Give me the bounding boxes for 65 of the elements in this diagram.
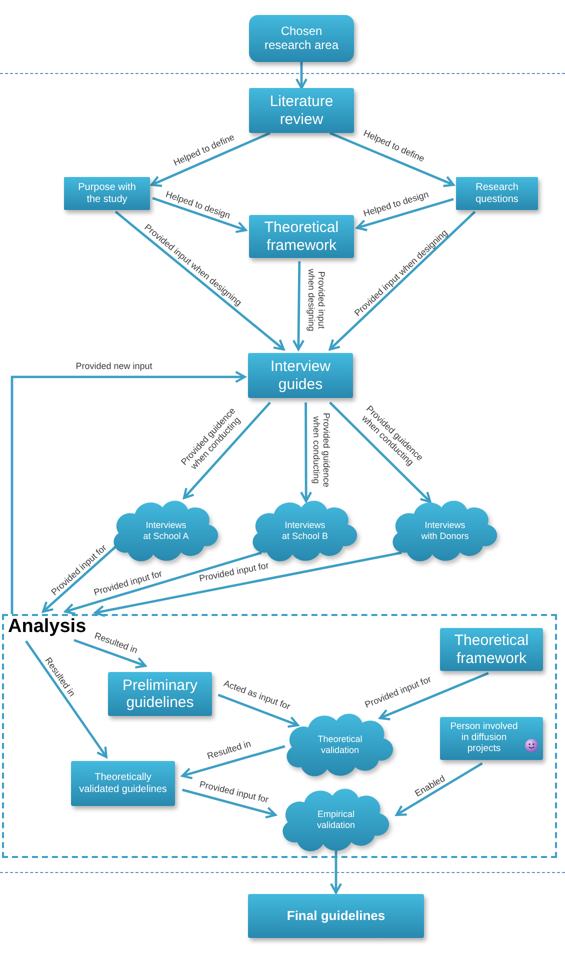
- arrow: [74, 638, 146, 669]
- process-box: [249, 15, 354, 62]
- edge-label: Provided input for: [198, 779, 270, 805]
- arrow: [10, 370, 246, 614]
- cloud-label: Interviews at School A: [142, 520, 190, 542]
- cloud-label: Interviews at School B: [280, 520, 330, 542]
- box-label: Theoretically validated guidelines: [78, 772, 168, 795]
- cloud-shape: [113, 500, 219, 562]
- edge-label: Provided input when designing: [306, 268, 326, 333]
- cloud-label: Empirical validation: [316, 808, 356, 832]
- edge-label: Acted as input for: [222, 678, 292, 712]
- process-box: [440, 717, 543, 760]
- process-box: [440, 628, 543, 671]
- arrow: [356, 198, 454, 232]
- cloud-shape: [392, 500, 498, 562]
- arrow: [152, 196, 247, 233]
- process-box: [249, 88, 354, 133]
- process-box: [456, 177, 538, 210]
- arrow: [378, 672, 489, 720]
- arrow: [94, 552, 402, 618]
- box-label: Theoretical framework: [453, 632, 530, 667]
- process-box: [249, 215, 354, 258]
- cloud-shape: [282, 788, 390, 852]
- process-box: [108, 672, 212, 716]
- box-label: Research questions: [474, 182, 520, 205]
- region-heading: Analysis: [8, 617, 86, 636]
- arrow: [329, 402, 432, 503]
- arrow: [292, 261, 305, 350]
- arrow: [218, 694, 299, 728]
- arrow: [42, 544, 118, 613]
- process-box: [64, 177, 150, 210]
- edge-label: Helped to design: [164, 189, 232, 221]
- arrow: [64, 552, 262, 615]
- box-label: Person involved in diffusion projects: [449, 722, 519, 755]
- arrow: [330, 850, 342, 894]
- process-box: [71, 761, 175, 806]
- box-label: Preliminary guidelines: [121, 676, 198, 712]
- arrow: [295, 62, 308, 90]
- box-label: Interview guides: [269, 358, 332, 393]
- cloud-label: Theoretical validation: [316, 734, 364, 756]
- box-label: Literature review: [268, 93, 334, 128]
- arrow: [150, 132, 270, 187]
- edge-label: Provided guidence when conducting: [310, 412, 332, 490]
- arrow: [328, 210, 476, 350]
- box-label: Final guidelines: [286, 908, 386, 924]
- cloud-label: Interviews with Donors: [420, 520, 470, 542]
- cloud-shape: [252, 500, 358, 562]
- dashed-region: [2, 614, 557, 858]
- cloud-shape: [286, 713, 394, 777]
- arrow: [300, 402, 312, 502]
- box-label: Purpose with the study: [77, 182, 137, 205]
- arrow: [182, 788, 277, 818]
- arrow: [395, 762, 483, 816]
- process-box: [248, 894, 424, 938]
- edge-label: Helped to design: [362, 189, 430, 219]
- arrow: [329, 132, 455, 188]
- arrow: [181, 745, 286, 780]
- edge-label: Provided input for: [198, 560, 270, 584]
- box-label: Chosen research area: [263, 24, 340, 52]
- arrow: [182, 402, 271, 500]
- edge-label: Provided new input: [76, 360, 152, 372]
- arrow: [114, 210, 285, 350]
- process-box: [248, 353, 353, 398]
- arrow: [25, 640, 108, 758]
- box-label: Theoretical framework: [263, 219, 340, 254]
